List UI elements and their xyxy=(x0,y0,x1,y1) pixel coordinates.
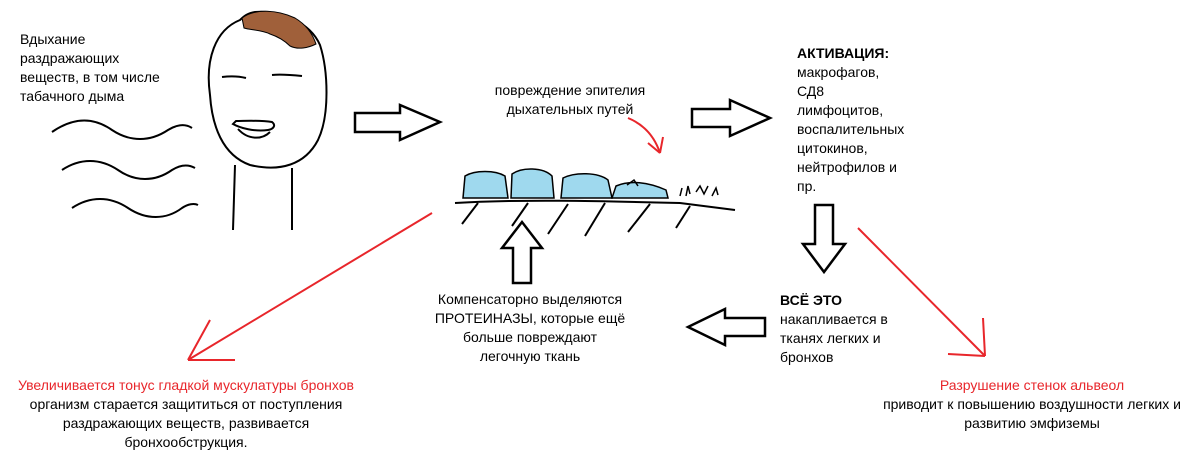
red-arrow-epithelium-icon xyxy=(627,117,661,154)
bronchial-tone-title: Увеличивается тонус гладкой мускулатуры … xyxy=(18,377,354,393)
alveoli-destruction-text: Разрушение стенок альвеол приводит к пов… xyxy=(868,376,1196,433)
arrow-left-icon xyxy=(685,307,767,347)
alveoli-destruction-title: Разрушение стенок альвеол xyxy=(939,377,1125,393)
arrow-right-2-icon xyxy=(690,98,774,138)
red-arrows xyxy=(187,117,986,361)
red-arrow-bronchi-icon xyxy=(187,212,433,361)
smoke-waves-icon xyxy=(51,119,199,218)
arrow-down-icon xyxy=(800,203,848,275)
accumulation-text: ВСЁ ЭТО накапливается в тканях легких и … xyxy=(780,292,888,365)
red-arrow-alveoli-icon xyxy=(857,227,986,357)
proteinases-text: Компенсаторно выделяются ПРОТЕИНАЗЫ, кот… xyxy=(434,291,626,364)
bronchial-tone-text: Увеличивается тонус гладкой мускулатуры … xyxy=(0,376,372,452)
epithelium-damage-text: повреждение эпителия дыхательных путей xyxy=(494,82,646,117)
basement-membrane-icon xyxy=(454,199,736,237)
activation-text: АКТИВАЦИЯ: макрофагов, СД8 лимфоцитов, в… xyxy=(797,45,905,194)
epithelium-cells-icon xyxy=(462,168,719,199)
arrow-up-icon xyxy=(499,219,545,285)
arrow-right-1-icon xyxy=(353,103,444,142)
hair-icon xyxy=(241,10,317,49)
accumulation-heading: ВСЁ ЭТО xyxy=(780,292,842,308)
inhalation-text: Вдыхание раздражающих веществ, в том чис… xyxy=(20,31,160,104)
activation-heading: АКТИВАЦИЯ: xyxy=(797,45,890,61)
